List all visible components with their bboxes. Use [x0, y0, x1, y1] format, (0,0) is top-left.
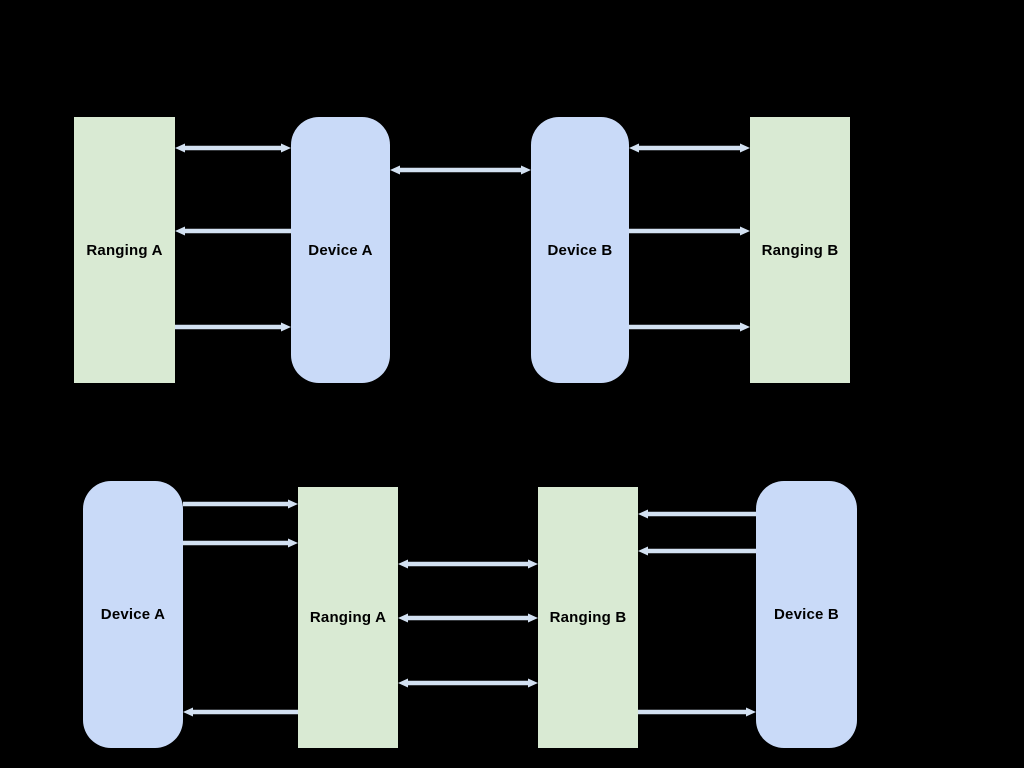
arrow-top-device-a-to-ranging-a	[175, 226, 291, 236]
arrow-top-ranging-a-to-device-a	[175, 322, 291, 332]
bottom-ranging-b-box: Ranging B	[538, 487, 638, 748]
top-device-a-label: Device A	[308, 241, 373, 259]
bottom-device-a-box: Device A	[83, 481, 183, 748]
arrow-bottom-ranging-a-to-device-a	[183, 707, 298, 717]
bottom-device-a-label: Device A	[100, 606, 166, 623]
bottom-device-b-label: Device B	[774, 606, 839, 623]
arrow-bottom-device-a-to-ranging-a	[183, 538, 298, 548]
arrow-top-device-a-to-device-b-bidirectional	[390, 165, 531, 175]
top-device-b-label: Device B	[547, 241, 613, 259]
top-ranging-a-label: Ranging A	[86, 241, 163, 259]
arrow-top-ranging-a-to-device-a-bidirectional	[175, 143, 291, 153]
arrow-bottom-ranging-a-to-ranging-b-bidirectional	[398, 678, 538, 688]
bottom-ranging-a-box: Ranging A	[298, 487, 398, 748]
arrow-top-device-b-to-ranging-b	[629, 322, 750, 332]
bottom-ranging-b-label: Ranging B	[549, 609, 627, 626]
top-ranging-b-label: Ranging B	[761, 241, 839, 259]
arrow-top-device-b-to-ranging-b	[629, 226, 750, 236]
arrow-bottom-device-a-to-ranging-a	[183, 499, 298, 509]
bottom-ranging-a-label: Ranging A	[309, 609, 387, 626]
arrow-bottom-ranging-a-to-ranging-b-bidirectional	[398, 613, 538, 623]
arrow-bottom-device-b-to-ranging-b	[638, 546, 756, 556]
bottom-device-b-box: Device B	[756, 481, 857, 748]
top-device-b-box: Device B	[531, 117, 629, 383]
arrow-bottom-ranging-b-to-device-b	[638, 707, 756, 717]
arrow-top-device-b-to-ranging-b-bidirectional	[629, 143, 750, 153]
arrow-bottom-device-b-to-ranging-b	[638, 509, 756, 519]
top-ranging-b-box: Ranging B	[750, 117, 850, 383]
top-ranging-a-box: Ranging A	[74, 117, 175, 383]
arrow-bottom-ranging-a-to-ranging-b-bidirectional	[398, 559, 538, 569]
top-device-a-box: Device A	[291, 117, 390, 383]
